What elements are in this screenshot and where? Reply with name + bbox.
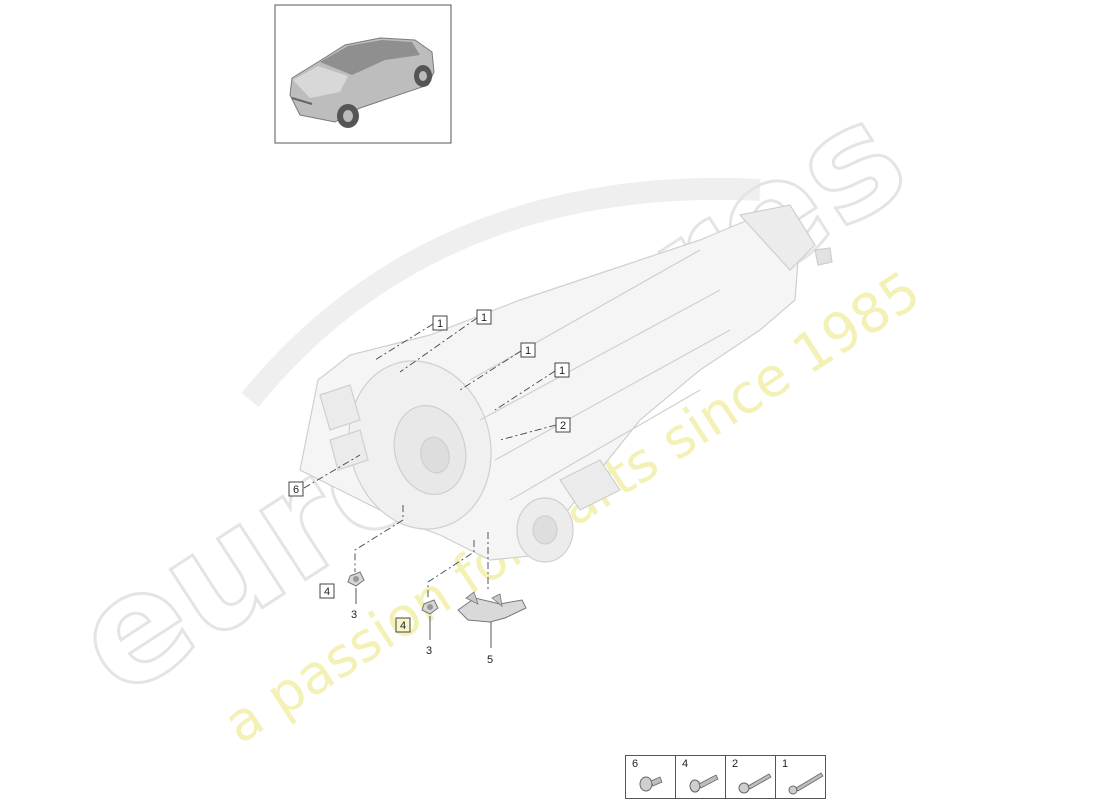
svg-text:4: 4 <box>400 620 406 632</box>
bracket-part <box>457 591 527 648</box>
svg-text:2: 2 <box>560 420 566 432</box>
fastener-label: 4 <box>682 758 689 770</box>
callout-6: 6 <box>288 481 304 497</box>
fastener-cell: 1 <box>776 756 825 798</box>
fastener-cell: 4 <box>676 756 726 798</box>
svg-text:6: 6 <box>293 484 299 496</box>
bolt-short-icon <box>639 776 663 792</box>
fastener-label: 6 <box>632 758 639 770</box>
svg-text:4: 4 <box>324 586 330 598</box>
bolt-medium-icon <box>689 774 719 793</box>
callout-1-a: 1 <box>432 315 448 331</box>
fastener-label: 1 <box>782 758 789 770</box>
part-number-3-a: 3 <box>351 609 357 621</box>
leader-lines <box>303 317 557 600</box>
callout-1-b: 1 <box>476 309 492 325</box>
nut-part-b <box>421 599 439 640</box>
svg-text:1: 1 <box>559 365 565 377</box>
nut-part-a <box>347 571 365 604</box>
callout-1-d: 1 <box>554 362 570 378</box>
fastener-cell: 2 <box>726 756 776 798</box>
part-number-3-b: 3 <box>426 645 432 657</box>
callout-4-a: 4 <box>319 583 335 599</box>
fastener-cell: 6 <box>626 756 676 798</box>
part-number-5: 5 <box>487 654 493 666</box>
fastener-label: 2 <box>732 758 739 770</box>
svg-text:1: 1 <box>525 345 531 357</box>
svg-text:1: 1 <box>437 318 443 330</box>
car-icon <box>289 37 435 128</box>
svg-text:1: 1 <box>481 312 487 324</box>
vehicle-thumbnail <box>274 4 452 144</box>
callout-4-b: 4 <box>395 617 411 633</box>
transmission-assembly <box>299 204 833 563</box>
callout-1-c: 1 <box>520 342 536 358</box>
bolt-longest-icon <box>788 772 824 795</box>
bolt-long-icon <box>738 773 772 794</box>
fastener-legend-table: 6 4 2 1 <box>625 755 826 799</box>
callout-2: 2 <box>555 417 571 433</box>
